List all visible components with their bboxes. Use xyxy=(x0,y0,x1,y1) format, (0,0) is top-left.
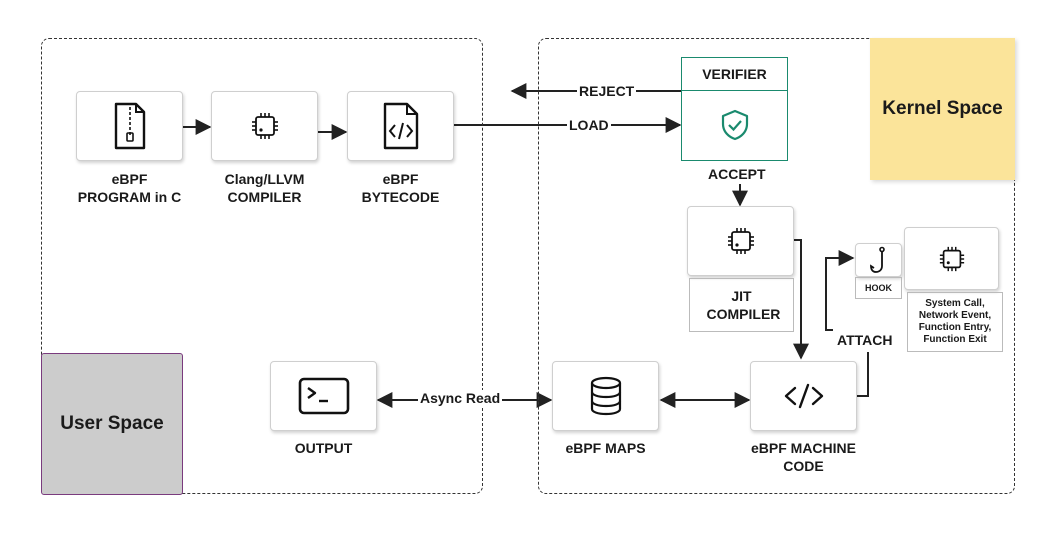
bytecode-node xyxy=(347,91,454,161)
program-node xyxy=(76,91,183,161)
jit-label-box: JIT COMPILER xyxy=(689,278,794,332)
verifier-label: VERIFIER xyxy=(702,66,767,82)
terminal-icon xyxy=(298,377,349,415)
machine-code-label: eBPF MACHINE CODE xyxy=(750,440,856,474)
output-node xyxy=(270,361,377,431)
zip-file-icon xyxy=(114,102,145,150)
clang-label: Clang/LLVM COMPILER xyxy=(224,171,305,205)
program-label: eBPF PROGRAM in C xyxy=(77,171,182,205)
kernel-space-tag: Kernel Space xyxy=(870,38,1015,180)
shield-check-icon xyxy=(721,109,748,141)
edge-attach-upper xyxy=(825,250,855,331)
bytecode-label: eBPF BYTECODE xyxy=(361,171,440,205)
user-space-region xyxy=(41,38,483,494)
machine-code-node xyxy=(750,361,857,431)
code-file-icon xyxy=(383,102,418,150)
reject-label: REJECT xyxy=(577,83,637,99)
chip-icon xyxy=(939,246,964,271)
async-read-label: Async Read xyxy=(418,390,503,406)
kernel-space-label: Kernel Space xyxy=(882,98,1003,119)
output-label: OUTPUT xyxy=(294,440,353,456)
user-space-label: User Space xyxy=(60,413,164,434)
events-label: System Call, Network Event, Function Ent… xyxy=(918,298,992,345)
clang-node xyxy=(211,91,318,161)
hook-label-box: HOOK xyxy=(855,277,902,299)
chip-icon xyxy=(727,228,754,254)
load-label: LOAD xyxy=(567,117,611,133)
user-space-tag: User Space xyxy=(41,353,183,495)
accept-label: ACCEPT xyxy=(708,166,766,182)
verifier-header: VERIFIER xyxy=(682,58,787,91)
jit-node xyxy=(687,206,794,276)
code-brackets-icon xyxy=(784,383,823,409)
verifier-node: VERIFIER xyxy=(681,57,788,161)
edge-jit-to-machine-code xyxy=(793,239,809,360)
attach-label: ATTACH xyxy=(835,332,895,348)
database-icon xyxy=(590,376,621,416)
chip-icon xyxy=(251,113,278,139)
maps-node xyxy=(552,361,659,431)
kernel-space-region xyxy=(538,38,1015,494)
edge-attach xyxy=(857,352,869,397)
hook-node xyxy=(855,243,902,277)
hook-label: HOOK xyxy=(865,283,892,293)
jit-label: JIT COMPILER xyxy=(706,288,781,322)
events-label-box: System Call, Network Event, Function Ent… xyxy=(907,292,1003,352)
fish-hook-icon xyxy=(869,246,885,273)
maps-label: eBPF MAPS xyxy=(565,440,646,456)
events-node xyxy=(904,227,999,290)
